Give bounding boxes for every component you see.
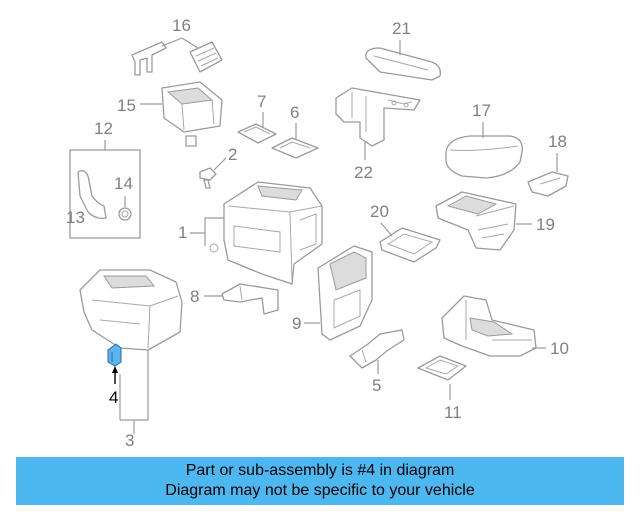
callout-10: 10 (550, 339, 569, 358)
part-22-bracket (335, 87, 421, 147)
part-3-console-base (79, 269, 183, 351)
callout-12: 12 (94, 119, 113, 138)
parts-diagram: 16 21 15 7 6 22 17 (66, 16, 569, 450)
leader-1 (190, 217, 224, 246)
part-1-console-housing (209, 181, 323, 285)
callout-4: 4 (109, 388, 118, 407)
callout-3: 3 (125, 431, 134, 450)
part-5-bracket (349, 329, 405, 369)
part-16-clips (131, 41, 223, 76)
part-6-pad (271, 137, 319, 159)
part-10-rear-console (441, 295, 537, 357)
callout-22: 22 (354, 163, 373, 182)
part-11-mat (417, 355, 467, 381)
leader-16 (161, 37, 199, 49)
part-8-duct (221, 283, 279, 315)
callout-19: 19 (536, 215, 555, 234)
banner-line-1: Part or sub-assembly is #4 in diagram (185, 462, 455, 479)
part-15-storage-tray (161, 81, 223, 147)
callout-14: 14 (114, 174, 133, 193)
callout-9: 9 (292, 314, 301, 333)
part-17-lid (445, 135, 523, 179)
part-12-group (69, 149, 141, 239)
info-banner: Part or sub-assembly is #4 in diagram Di… (16, 457, 624, 505)
callout-13: 13 (66, 208, 85, 227)
part-21-armrest-pad (365, 47, 441, 81)
banner-line-2: Diagram may not be specific to your vehi… (165, 482, 475, 499)
callout-1: 1 (178, 223, 187, 242)
part-18-bracket (527, 171, 569, 197)
part-7-pad (237, 123, 277, 144)
callout-18: 18 (548, 132, 567, 151)
callout-21: 21 (392, 19, 411, 38)
callout-15: 15 (117, 96, 136, 115)
part-2-screw (199, 167, 217, 189)
leader-20 (380, 222, 393, 237)
leader-4-arrowhead (112, 366, 118, 373)
part-19-tray-assembly (435, 191, 517, 251)
callout-11: 11 (444, 403, 462, 422)
callout-16: 16 (172, 16, 191, 35)
callout-7: 7 (257, 92, 266, 111)
callout-2: 2 (228, 145, 237, 164)
leader-3 (119, 350, 149, 434)
callout-6: 6 (290, 103, 299, 122)
callout-5: 5 (372, 376, 381, 395)
callout-17: 17 (472, 101, 491, 120)
leader-2 (213, 157, 227, 171)
callout-8: 8 (190, 287, 199, 306)
part-9-panel (317, 245, 373, 341)
callout-20: 20 (370, 202, 389, 221)
part-20-tray (379, 227, 441, 263)
part-4-clip-highlighted (107, 343, 122, 367)
